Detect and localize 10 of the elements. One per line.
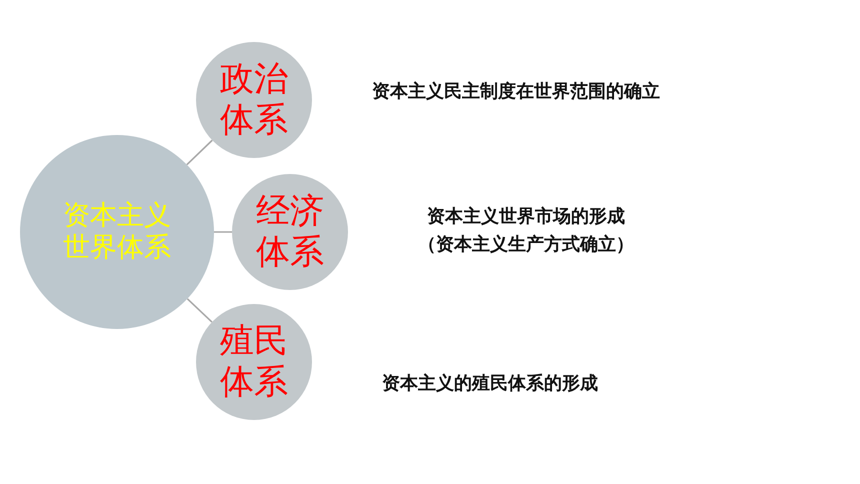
node-label: 政治体系	[218, 59, 289, 141]
connector-line	[214, 231, 232, 233]
description-text: 资本主义的殖民体系的形成	[381, 372, 599, 396]
description-text: 资本主义民主制度在世界范围的确立	[371, 80, 661, 104]
node-label: 资本主义世界体系	[62, 200, 172, 264]
description-text: 资本主义世界市场的形成（资本主义生产方式确立）	[417, 205, 635, 257]
node-label: 经济体系	[254, 191, 325, 273]
connector-line	[186, 298, 212, 323]
node-label: 殖民体系	[218, 321, 289, 403]
connector-line	[186, 140, 213, 166]
